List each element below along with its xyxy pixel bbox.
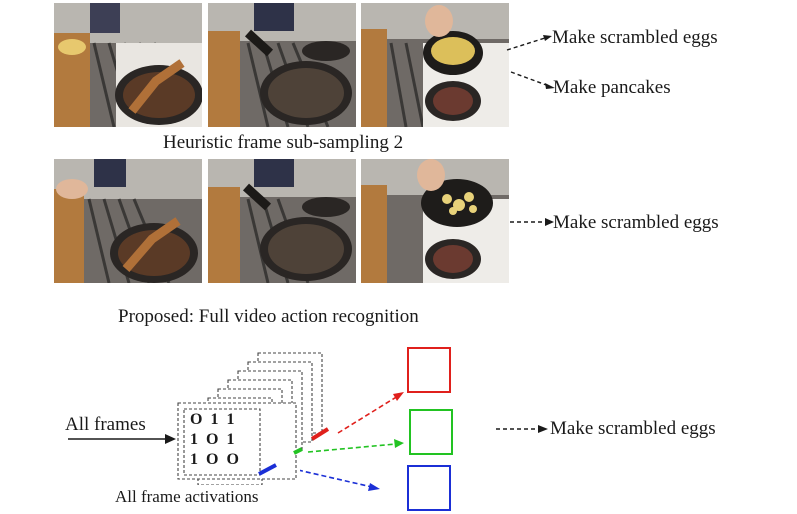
row1-frame-3 — [361, 3, 509, 127]
class-arrows — [300, 392, 404, 491]
row1-frame-1 — [54, 3, 202, 127]
output-label: Make scrambled eggs — [550, 418, 716, 439]
row1-arrows — [506, 35, 555, 89]
all-frame-activations-label: All frame activations — [115, 487, 259, 506]
caption-proposed: Proposed: Full video action recognition — [118, 306, 419, 327]
input-arrow — [68, 434, 176, 444]
row1-label-scrambled-eggs: Make scrambled eggs — [552, 27, 718, 48]
row1-label-pancakes: Make pancakes — [553, 77, 671, 98]
activation-stack — [177, 352, 330, 485]
class-box-blue — [407, 465, 451, 511]
row2-frame-2 — [208, 159, 356, 283]
row2-label-scrambled-eggs: Make scrambled eggs — [553, 212, 719, 233]
matrix-row-1: O 1 1 — [190, 411, 237, 428]
row2-frame-1 — [54, 159, 202, 283]
row1-frame-2 — [208, 3, 356, 127]
row2-arrow — [510, 218, 554, 226]
class-box-red — [407, 347, 451, 393]
output-arrow — [496, 425, 548, 433]
row2-frame-3 — [361, 159, 509, 283]
activation-matrix: O 1 1 1 O 1 1 O O — [190, 410, 241, 470]
matrix-row-2: 1 O 1 — [190, 431, 237, 448]
all-frames-label: All frames — [65, 414, 146, 435]
caption-heuristic: Heuristic frame sub-sampling 2 — [163, 132, 404, 153]
class-box-green — [409, 409, 453, 455]
matrix-row-3: 1 O O — [190, 451, 241, 468]
